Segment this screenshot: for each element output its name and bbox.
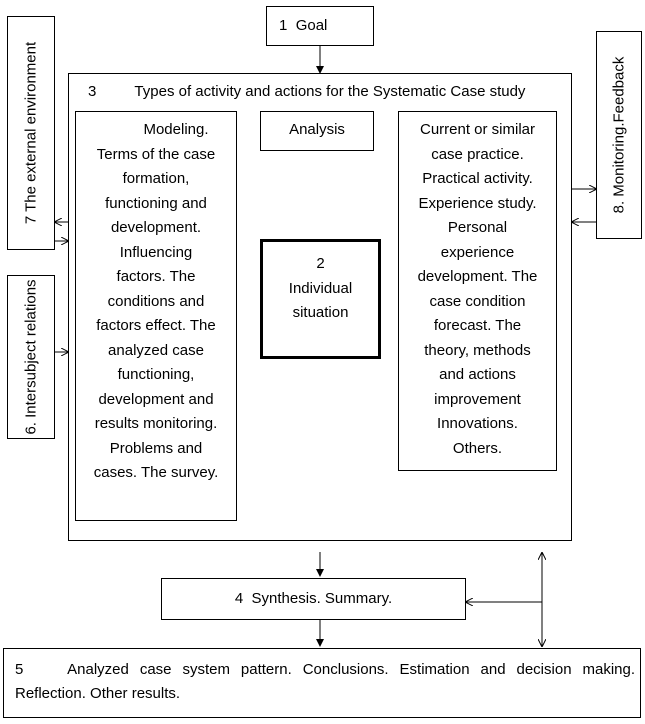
practice-line: Personal	[447, 219, 508, 236]
intersubject-relations-label: 6. Intersubject relations	[22, 279, 40, 435]
results-line-1: 5 Analyzed case system pattern. Conclusi…	[15, 658, 635, 683]
goal-box: 1 Goal	[266, 6, 374, 46]
goal-label: Goal	[295, 17, 328, 34]
monitoring-feedback-label: 8. Monitoring.Feedback	[610, 56, 628, 214]
analysis-box: Analysis	[260, 111, 374, 151]
practice-line: Others.	[452, 439, 503, 457]
analysis-label: Analysis	[289, 121, 345, 138]
goal-number: 1	[279, 17, 288, 34]
modeling-line: Problems and	[109, 439, 203, 457]
practice-line: case practice.	[431, 145, 524, 163]
practice-line: Innovations.	[437, 415, 518, 432]
modeling-line: development and	[98, 390, 214, 408]
activity-types-title-text: Types of activity and actions for the Sy…	[134, 83, 526, 100]
synthesis-number: 4	[234, 590, 244, 607]
modeling-line: Influencing	[119, 243, 193, 261]
individual-situation-number: 2	[316, 255, 325, 272]
practice-line: improvement	[434, 390, 521, 408]
practice-line: Experience study.	[418, 194, 537, 212]
practice-line: case condition	[429, 292, 526, 310]
modeling-line: factors. The	[116, 268, 196, 285]
modeling-box: Modeling. Terms of the case formation, f…	[75, 111, 237, 521]
practice-line: experience	[440, 243, 515, 261]
modeling-line: functioning and	[105, 194, 207, 212]
modeling-text: Modeling. Terms of the case formation, f…	[76, 118, 236, 486]
individual-situation-text: 2 Individual situation	[263, 252, 378, 326]
practice-line: forecast. The	[433, 317, 522, 334]
results-text-2: Reflection. Other results.	[15, 685, 181, 702]
practice-box: Current or similar case practice. Practi…	[398, 111, 557, 471]
modeling-line: factors effect. The	[96, 317, 216, 334]
modeling-line: functioning,	[117, 366, 195, 383]
practice-line: Current or similar	[419, 121, 536, 138]
practice-line: theory, methods	[424, 341, 531, 359]
individual-situation-line: situation	[292, 304, 349, 321]
modeling-line: cases. The survey.	[93, 464, 219, 481]
practice-line: and actions	[439, 366, 516, 383]
practice-text: Current or similar case practice. Practi…	[399, 118, 556, 461]
synthesis-text: 4 Synthesis. Summary.	[162, 587, 465, 612]
results-text-1: Analyzed case system pattern. Conclusion…	[67, 661, 636, 678]
external-environment-box	[7, 16, 55, 250]
activity-types-title: 3 Types of activity and actions for the …	[88, 80, 525, 105]
results-box: 5 Analyzed case system pattern. Conclusi…	[3, 648, 641, 718]
practice-line: Practical activity.	[422, 170, 533, 187]
monitoring-feedback-box	[596, 31, 642, 239]
activity-types-number: 3	[88, 83, 97, 100]
modeling-line: development.	[110, 219, 202, 236]
results-number: 5	[15, 661, 24, 678]
individual-situation-line: Individual	[288, 279, 353, 297]
synthesis-box: 4 Synthesis. Summary.	[161, 578, 466, 620]
modeling-line: Modeling.	[143, 121, 209, 138]
intersubject-relations-box	[7, 275, 55, 439]
synthesis-label: Synthesis. Summary.	[251, 590, 393, 607]
modeling-line: conditions and	[107, 292, 205, 310]
external-environment-label: 7 The external environment	[22, 41, 40, 225]
modeling-line: results monitoring.	[94, 415, 218, 432]
practice-line: development. The	[417, 268, 538, 285]
modeling-line: formation,	[122, 170, 190, 187]
modeling-line: analyzed case	[108, 341, 204, 359]
individual-situation-box: 2 Individual situation	[260, 239, 381, 359]
modeling-line: Terms of the case	[96, 145, 216, 163]
